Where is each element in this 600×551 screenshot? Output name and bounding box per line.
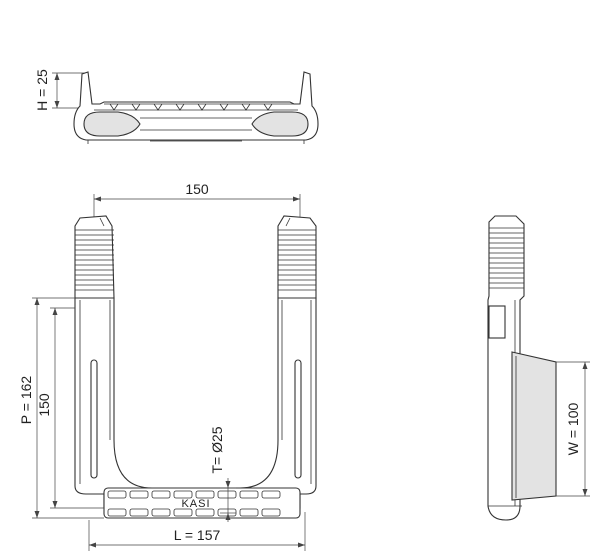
clamp-block [511, 351, 557, 501]
u-bolt-body [74, 297, 317, 509]
length-label: L = 157 [174, 527, 221, 543]
front-view: 150 [18, 181, 317, 551]
diameter-dimension: T= Ø25 [209, 426, 236, 522]
span-150-label: 150 [185, 181, 209, 197]
pitch-dimension: P = 162 [18, 297, 104, 519]
pitch-label: P = 162 [18, 376, 34, 425]
side-view: W = 100 [487, 215, 590, 521]
length-dimension: L = 157 [88, 512, 306, 551]
width-label: W = 100 [565, 403, 581, 456]
inner-150-dimension: 150 [36, 307, 104, 509]
inner-150-label: 150 [36, 393, 52, 417]
base-plate: KASI [103, 487, 301, 519]
height-label: H = 25 [34, 69, 50, 111]
left-threaded-leg [74, 215, 115, 299]
right-threaded-leg [277, 215, 317, 299]
width-dimension: W = 100 [556, 361, 590, 497]
top-view: H = 25 [34, 69, 319, 144]
span-150-dimension: 150 [93, 181, 301, 220]
height-dimension: H = 25 [34, 69, 86, 111]
part-marking: KASI [181, 498, 210, 510]
diameter-label: T= Ø25 [209, 426, 225, 473]
